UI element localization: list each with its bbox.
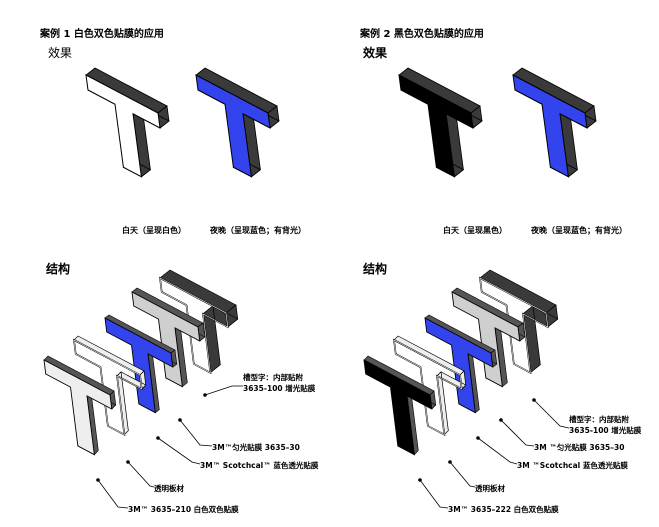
frame-rim-highlight (393, 339, 463, 436)
case1-dual-color-layer (43, 355, 117, 456)
leader-lines (96, 385, 570, 509)
case1-label-acrylic: 透明板材 (154, 484, 184, 493)
case1-label-diffuser: 3M™匀光贴膜 3635–30 (212, 443, 300, 452)
leader-dot (532, 398, 536, 402)
case2-label-channel-1: 槽型字：内部贴附 (569, 415, 629, 424)
case1-night-letter (195, 67, 280, 178)
leader-line (500, 419, 535, 447)
case2-diffuser-layer (451, 287, 526, 388)
plate-face (363, 359, 433, 456)
leader-dot (448, 460, 452, 464)
case1-structure-label: 结构 (46, 262, 71, 276)
leader-dot (156, 436, 160, 440)
leader-line (477, 437, 518, 465)
leader-dot (178, 418, 182, 422)
plate-face (104, 317, 174, 414)
case2-channel-letter (479, 269, 559, 375)
leader-dot (418, 478, 422, 482)
letter-face (85, 74, 161, 178)
case1-channel-letter (159, 269, 239, 375)
case2-caption-day: 白天（呈现黑色） (443, 226, 507, 235)
case2-effect-label: 效果 (363, 46, 388, 60)
leader-line (97, 479, 129, 509)
case2-label-dual-color: 3M™ 3635–222 白色双色贴膜 (448, 505, 559, 514)
letter-face (195, 74, 271, 178)
leader-dot (96, 478, 100, 482)
leader-line (127, 461, 155, 488)
case1-effect-label: 效果 (48, 46, 73, 60)
case2-scotchcal-layer (424, 314, 498, 414)
letter-face (398, 74, 474, 178)
letter-face (512, 74, 588, 178)
case2-label-channel-2: 3635-100 增光贴膜 (569, 426, 642, 435)
case2-structure-label: 结构 (363, 262, 388, 276)
case1-label-channel-1: 槽型字：内部贴附 (243, 373, 303, 382)
case2-title: 案例 2 黑色双色贴膜的应用 (360, 29, 484, 40)
case2-day-letter (398, 67, 483, 178)
case1-day-letter (85, 67, 170, 178)
structure-illustrations (43, 269, 559, 456)
case2-caption-night: 夜晚（呈现蓝色；有背光） (531, 226, 627, 235)
leader-line (449, 461, 476, 488)
frame-rim-highlight (159, 277, 229, 374)
case1-caption-night: 夜晚（呈现蓝色；有背光） (210, 226, 306, 235)
case1-caption-day: 白天（呈现白色） (122, 226, 186, 235)
leader-dot (126, 460, 130, 464)
case1-label-scotchcal: 3M™ Scotchcal™ 蓝色透光贴膜 (200, 461, 319, 470)
leader-line (157, 437, 201, 465)
case1-acrylic-layer (73, 335, 147, 437)
leader-dot (499, 418, 503, 422)
leader-line (204, 385, 243, 396)
case1-scotchcal-layer (104, 314, 178, 414)
case2-label-diffuser: 3M ™匀光贴膜 3635–30 (534, 443, 625, 452)
leader-line (419, 479, 449, 509)
effect-illustrations (85, 67, 597, 178)
plate-face (424, 317, 494, 414)
leader-dot (476, 436, 480, 440)
case1-title: 案例 1 白色双色贴膜的应用 (40, 29, 164, 40)
case1-diffuser-layer (131, 287, 206, 388)
case2-dual-color-layer (363, 355, 437, 456)
plate-face (43, 359, 113, 456)
leader-dot (203, 393, 207, 397)
frame-rim-highlight (479, 277, 549, 374)
plate-face (451, 291, 521, 388)
case1-label-channel-2: 3635-100 增光贴膜 (243, 384, 316, 393)
leader-line (179, 419, 213, 447)
plate-face (131, 291, 201, 388)
case2-acrylic-layer (393, 335, 467, 437)
case1-label-dual-color: 3M™ 3635–210 白色双色贴膜 (128, 505, 239, 514)
frame-rim-highlight (73, 339, 143, 436)
case2-label-acrylic: 透明板材 (475, 484, 505, 493)
case2-label-scotchcal: 3M ™Scotchcal 蓝色透光贴膜 (517, 461, 628, 470)
case2-night-letter (512, 67, 597, 178)
leader-line (533, 399, 570, 429)
